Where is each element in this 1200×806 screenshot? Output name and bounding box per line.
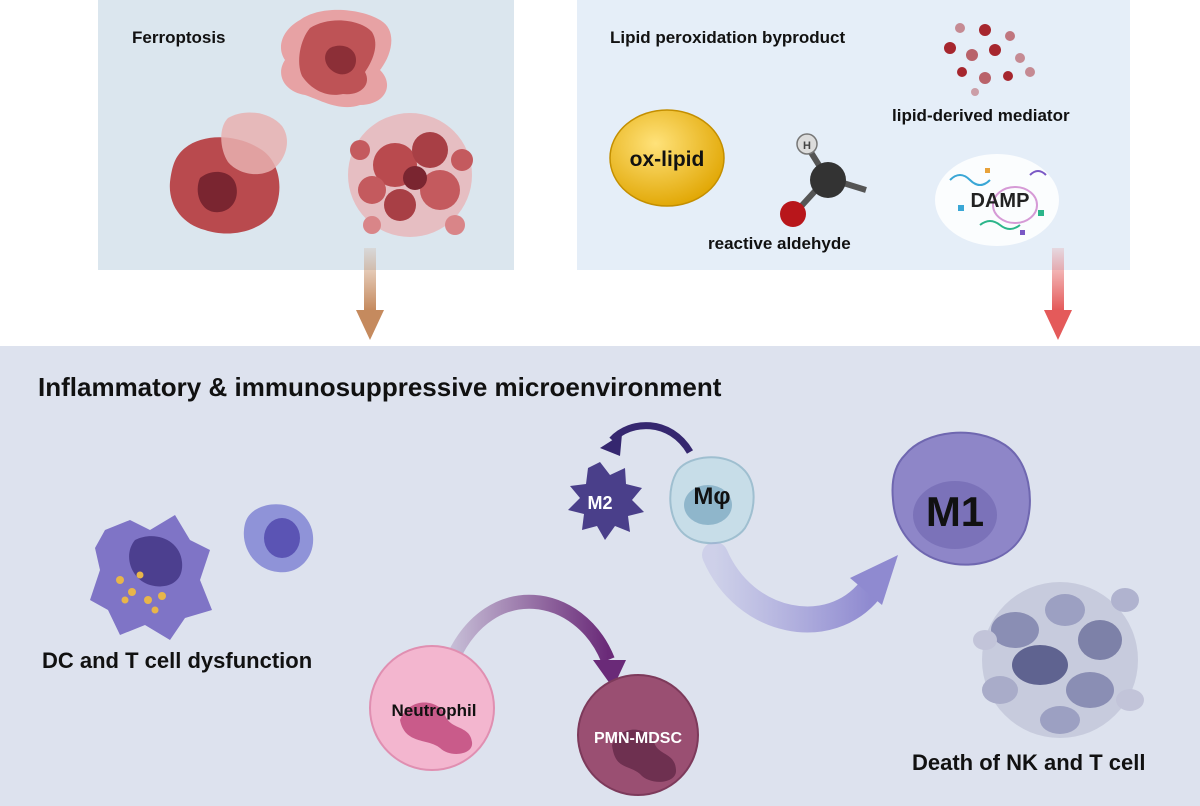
lipid-byproduct-title: Lipid peroxidation byproduct <box>610 28 846 47</box>
m2-label: M2 <box>587 493 612 513</box>
nk-death-label: Death of NK and T cell <box>912 750 1146 775</box>
aldehyde-molecule-icon: H <box>780 133 867 227</box>
ox-lipid-label: ox-lipid <box>630 148 705 171</box>
microenvironment-title: Inflammatory & immunosuppressive microen… <box>38 372 722 402</box>
ferroptotic-cell-fragmented <box>348 113 473 237</box>
damp-label: DAMP <box>971 190 1030 212</box>
dying-nk-t-cells <box>973 582 1144 738</box>
pmn-mdsc: PMN-MDSC <box>577 674 699 796</box>
m2-macrophage: M2 <box>568 462 644 540</box>
macrophage-label: Mφ <box>693 483 730 510</box>
arrow-neutrophil-to-pmn-mdsc <box>445 594 626 688</box>
dc-dysfunction-label: DC and T cell dysfunction <box>42 648 313 673</box>
neutrophil-label: Neutrophil <box>392 701 477 720</box>
ox-lipid-droplet: ox-lipid <box>609 109 725 207</box>
m1-label: M1 <box>926 488 984 535</box>
t-cell <box>243 504 314 573</box>
neutrophil: Neutrophil <box>369 645 495 771</box>
lipid-mediator-label: lipid-derived mediator <box>892 106 1070 125</box>
ferroptotic-cell-left <box>169 112 287 234</box>
ferroptosis-title: Ferroptosis <box>132 28 226 47</box>
damp-cloud-icon: DAMP <box>935 154 1059 246</box>
arrow-to-m1 <box>702 542 898 633</box>
ferroptotic-cell-top <box>280 9 392 108</box>
macrophage: Mφ <box>669 456 755 545</box>
arrow-to-m2 <box>600 422 694 456</box>
hydrogen-atom-label: H <box>803 140 811 152</box>
aldehyde-label: reactive aldehyde <box>708 234 851 253</box>
lipid-mediator-particles <box>944 23 1035 96</box>
dendritic-cell <box>90 515 212 640</box>
pmn-mdsc-label: PMN-MDSC <box>594 730 682 747</box>
arrow-lipid-down <box>1044 248 1072 340</box>
m1-macrophage: M1 <box>891 431 1031 566</box>
arrow-ferroptosis-down <box>356 248 384 340</box>
